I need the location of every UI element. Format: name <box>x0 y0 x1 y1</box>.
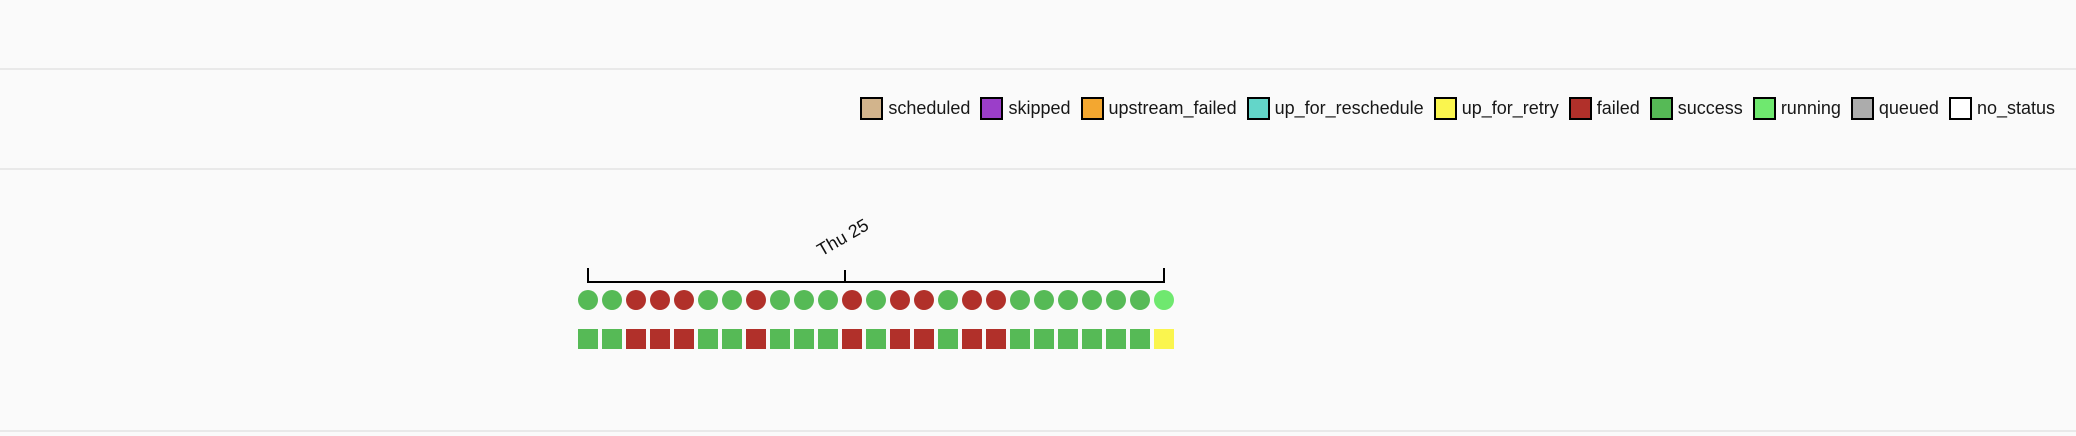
success-swatch-icon <box>1649 97 1673 120</box>
dag-run-circle-15-failed[interactable] <box>914 290 934 310</box>
dag-run-circle-21-success[interactable] <box>1058 290 1078 310</box>
dag-run-circle-11-success[interactable] <box>818 290 838 310</box>
legend-label: upstream_failed <box>1108 98 1237 118</box>
task-instance-square-14-failed[interactable] <box>890 329 910 349</box>
bottom-divider <box>0 430 2076 432</box>
queued-swatch-icon <box>1850 97 1874 120</box>
task-instance-square-16-success[interactable] <box>938 329 958 349</box>
dag-run-circle-18-failed[interactable] <box>986 290 1006 310</box>
task-instance-square-4-failed[interactable] <box>650 329 670 349</box>
task-instance-square-5-failed[interactable] <box>674 329 694 349</box>
task-instance-square-24-success[interactable] <box>1130 329 1150 349</box>
dag-run-circle-6-success[interactable] <box>698 290 718 310</box>
dag-run-circle-16-success[interactable] <box>938 290 958 310</box>
task-instance-square-9-success[interactable] <box>770 329 790 349</box>
axis-bracket <box>587 268 1165 283</box>
top-divider <box>0 68 2076 70</box>
dag-run-circle-25-running[interactable] <box>1154 290 1174 310</box>
legend-item-running: running <box>1752 97 1841 120</box>
dag-run-circle-1-success[interactable] <box>578 290 598 310</box>
task-instance-square-13-success[interactable] <box>866 329 886 349</box>
task-instance-square-12-failed[interactable] <box>842 329 862 349</box>
dag-run-circle-20-success[interactable] <box>1034 290 1054 310</box>
dag-run-circle-24-success[interactable] <box>1130 290 1150 310</box>
legend-divider <box>0 168 2076 170</box>
task-instance-square-1-success[interactable] <box>578 329 598 349</box>
legend-item-skipped: skipped <box>980 97 1071 120</box>
legend-label: scheduled <box>888 98 971 118</box>
legend-label: up_for_reschedule <box>1274 98 1424 118</box>
legend-label: skipped <box>1008 98 1071 118</box>
legend-item-queued: queued <box>1850 97 1939 120</box>
status-legend: scheduled skipped upstream_failed up_for_re… <box>860 97 2055 120</box>
legend-item-up_for_reschedule: up_for_reschedule <box>1246 97 1424 120</box>
task-instance-square-8-failed[interactable] <box>746 329 766 349</box>
legend-item-no_status: no_status <box>1948 97 2055 120</box>
dag-run-circle-8-failed[interactable] <box>746 290 766 310</box>
axis-date-label: Thu 25 <box>813 214 873 261</box>
no_status-swatch-icon <box>1948 97 1972 120</box>
task-instance-square-10-success[interactable] <box>794 329 814 349</box>
dag-run-circle-13-success[interactable] <box>866 290 886 310</box>
task-instance-square-18-failed[interactable] <box>986 329 1006 349</box>
task-instance-square-19-success[interactable] <box>1010 329 1030 349</box>
legend-label: queued <box>1878 98 1939 118</box>
dag-run-circle-9-success[interactable] <box>770 290 790 310</box>
task-instance-square-21-success[interactable] <box>1058 329 1078 349</box>
legend-item-up_for_retry: up_for_retry <box>1433 97 1559 120</box>
task-instance-square-2-success[interactable] <box>602 329 622 349</box>
dag-run-circle-23-success[interactable] <box>1106 290 1126 310</box>
legend-label: no_status <box>1976 98 2055 118</box>
dag-run-circle-19-success[interactable] <box>1010 290 1030 310</box>
axis-midnight-tick <box>844 270 846 281</box>
scheduled-swatch-icon <box>860 97 884 120</box>
dag-run-circle-2-success[interactable] <box>602 290 622 310</box>
task-instance-square-3-failed[interactable] <box>626 329 646 349</box>
running-swatch-icon <box>1752 97 1776 120</box>
task-instance-square-6-success[interactable] <box>698 329 718 349</box>
legend-item-success: success <box>1649 97 1743 120</box>
legend-item-upstream_failed: upstream_failed <box>1080 97 1237 120</box>
dag-run-circle-7-success[interactable] <box>722 290 742 310</box>
legend-label: failed <box>1596 98 1640 118</box>
dag-run-circle-12-failed[interactable] <box>842 290 862 310</box>
dag-run-circle-4-failed[interactable] <box>650 290 670 310</box>
failed-swatch-icon <box>1568 97 1592 120</box>
task-instance-square-7-success[interactable] <box>722 329 742 349</box>
upstream_failed-swatch-icon <box>1080 97 1104 120</box>
task-instance-square-20-success[interactable] <box>1034 329 1054 349</box>
task-instance-square-22-success[interactable] <box>1082 329 1102 349</box>
up_for_retry-swatch-icon <box>1433 97 1457 120</box>
dag-run-circle-10-success[interactable] <box>794 290 814 310</box>
legend-label: running <box>1780 98 1841 118</box>
task-instance-square-17-failed[interactable] <box>962 329 982 349</box>
skipped-swatch-icon <box>980 97 1004 120</box>
legend-label: up_for_retry <box>1461 98 1559 118</box>
dag-run-circle-5-failed[interactable] <box>674 290 694 310</box>
dag-run-circle-17-failed[interactable] <box>962 290 982 310</box>
task-instance-square-25-up_for_retry[interactable] <box>1154 329 1174 349</box>
legend-label: success <box>1677 98 1743 118</box>
dag-run-circle-22-success[interactable] <box>1082 290 1102 310</box>
task-instance-square-15-failed[interactable] <box>914 329 934 349</box>
up_for_reschedule-swatch-icon <box>1246 97 1270 120</box>
dag-run-circle-14-failed[interactable] <box>890 290 910 310</box>
legend-item-failed: failed <box>1568 97 1640 120</box>
task-instance-square-23-success[interactable] <box>1106 329 1126 349</box>
legend-item-scheduled: scheduled <box>860 97 970 120</box>
dag-run-circle-3-failed[interactable] <box>626 290 646 310</box>
task-instance-square-11-success[interactable] <box>818 329 838 349</box>
